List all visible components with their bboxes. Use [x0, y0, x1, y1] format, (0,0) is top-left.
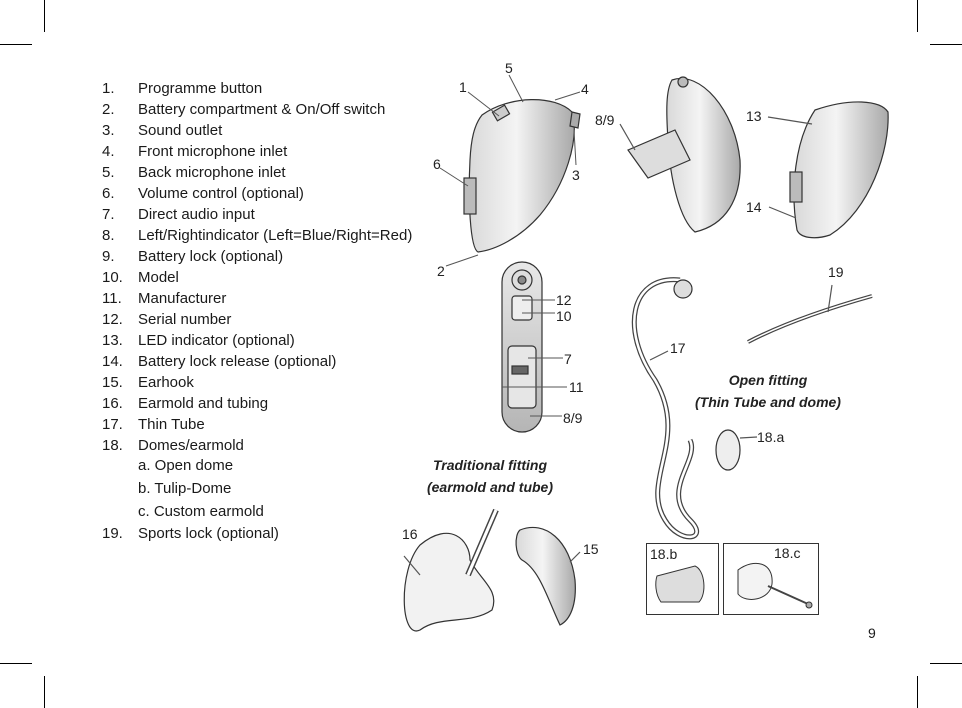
custom-earmold-drawing [737, 562, 813, 609]
caption-open-fitting: Open fitting (Thin Tube and dome) [680, 369, 856, 413]
parts-list-label: Volume control (optional) [138, 185, 304, 202]
sports-lock [747, 284, 873, 344]
parts-list-number: 10. [102, 269, 123, 286]
caption-open-line2: (Thin Tube and dome) [695, 394, 841, 410]
thin-tube-with-dome [631, 277, 758, 540]
callout-15: 15 [583, 541, 599, 557]
parts-list-label: Thin Tube [138, 416, 205, 433]
domes-sub-c: c. Custom earmold [138, 503, 264, 520]
parts-list-number: 2. [102, 101, 115, 118]
crop-mark [917, 0, 918, 32]
parts-list-number: 5. [102, 164, 115, 181]
parts-list-number: 7. [102, 206, 115, 223]
domes-sub-b: b. Tulip-Dome [138, 480, 232, 497]
callout-18a: 18.a [757, 429, 785, 445]
parts-list-number: 1. [102, 80, 115, 97]
earhook [515, 526, 581, 626]
callout-13: 13 [746, 108, 762, 124]
parts-list-number: 13. [102, 332, 123, 349]
callout-5: 5 [505, 60, 513, 76]
callout-11: 11 [569, 379, 584, 395]
callout-2: 2 [437, 263, 445, 279]
callout-7: 7 [564, 351, 572, 367]
hearing-aid-label-view [501, 261, 567, 433]
parts-list-label: Serial number [138, 311, 232, 328]
parts-list-label: Domes/earmold [138, 437, 244, 454]
callout-10: 10 [556, 308, 572, 324]
crop-mark [0, 44, 32, 45]
custom-earmold-inset [723, 543, 819, 615]
hearing-aid-side-view [463, 99, 581, 253]
parts-list-label: Programme button [138, 80, 263, 97]
callout-8-9-bottom: 8/9 [563, 410, 583, 426]
parts-list-number: 15. [102, 374, 123, 391]
parts-list-number: 17. [102, 416, 123, 433]
earmold-and-tubing [403, 508, 499, 632]
parts-list-number: 6. [102, 185, 115, 202]
parts-list-label: Battery compartment & On/Off switch [138, 101, 386, 118]
caption-traditional-fitting: Traditional fitting (earmold and tube) [410, 454, 570, 498]
caption-traditional-line1: Traditional fitting [432, 457, 548, 473]
parts-list-label: Earhook [138, 374, 194, 391]
callout-6: 6 [433, 156, 441, 172]
parts-list-number: 4. [102, 143, 115, 160]
crop-mark [44, 676, 45, 708]
parts-list-label: Earmold and tubing [138, 395, 269, 412]
tulip-dome-inset [646, 543, 719, 615]
parts-list-label: Manufacturer [138, 290, 227, 307]
crop-mark [930, 663, 962, 664]
parts-list-label: Sound outlet [138, 122, 223, 139]
page-number: 9 [868, 625, 876, 641]
callout-1: 1 [459, 79, 467, 95]
callout-17: 17 [670, 340, 686, 356]
caption-traditional-line2: (earmold and tube) [426, 479, 553, 495]
domes-sub-a: a. Open dome [138, 457, 234, 474]
parts-list-number: 11. [102, 290, 122, 307]
parts-list-number: 3. [102, 122, 115, 139]
callout-18c: 18.c [774, 545, 801, 561]
hearing-aid-back-view [767, 101, 889, 239]
crop-mark [930, 44, 962, 45]
callout-19: 19 [828, 264, 844, 280]
parts-list-number: 9. [102, 248, 115, 265]
parts-list-number: 12. [102, 311, 123, 328]
parts-list-label: Front microphone inlet [138, 143, 288, 160]
parts-list-label: Battery lock (optional) [138, 248, 284, 265]
parts-list-label: Left/Rightindicator (Left=Blue/Right=Red… [138, 227, 413, 244]
crop-mark [44, 0, 45, 32]
parts-list-label: LED indicator (optional) [138, 332, 295, 349]
parts-list-label: Battery lock release (optional) [138, 353, 337, 370]
callout-14: 14 [746, 199, 762, 215]
parts-list-label: Sports lock (optional) [138, 525, 279, 542]
callout-3: 3 [572, 167, 580, 183]
hearing-aid-open-battery [619, 76, 741, 233]
parts-list-number: 14. [102, 353, 123, 370]
tulip-dome-drawing [655, 565, 705, 603]
callout-12: 12 [556, 292, 572, 308]
parts-list-label: Model [138, 269, 179, 286]
callout-8-9-top: 8/9 [595, 112, 615, 128]
caption-open-line1: Open fitting [728, 372, 808, 388]
crop-mark [0, 663, 32, 664]
parts-list-number: 19. [102, 525, 123, 542]
callout-4: 4 [581, 81, 589, 97]
callout-18b: 18.b [650, 546, 678, 562]
parts-list-number: 16. [102, 395, 123, 412]
parts-list-number: 18. [102, 437, 123, 454]
parts-list-number: 8. [102, 227, 115, 244]
parts-list-label: Back microphone inlet [138, 164, 286, 181]
parts-list-label: Direct audio input [138, 206, 255, 223]
callout-16: 16 [402, 526, 418, 542]
crop-mark [917, 676, 918, 708]
